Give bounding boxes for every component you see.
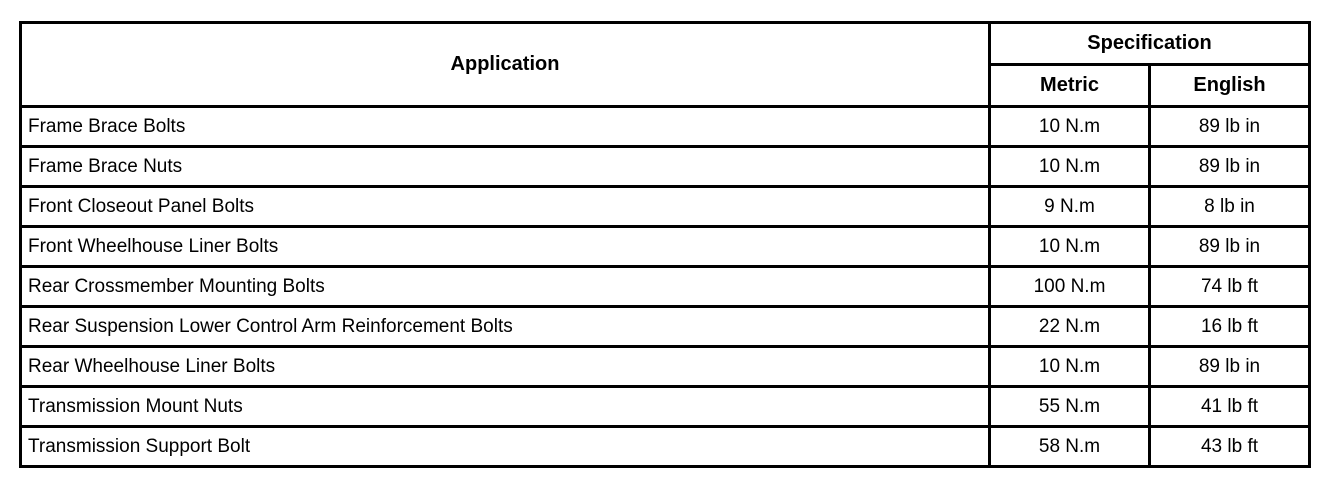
- metric-value-cell: 58 N.m: [988, 425, 1151, 468]
- application-cell: Front Closeout Panel Bolts: [19, 185, 991, 228]
- metric-value-cell: 9 N.m: [988, 185, 1151, 228]
- metric-value-cell: 10 N.m: [988, 225, 1151, 268]
- specification-column-header: Specification: [987, 21, 1312, 66]
- english-value-cell: 89 lb in: [1147, 145, 1312, 188]
- english-value-cell: 89 lb in: [1147, 105, 1312, 148]
- metric-value-cell: 10 N.m: [988, 105, 1151, 148]
- application-cell: Frame Brace Nuts: [19, 145, 991, 188]
- table-row: Rear Wheelhouse Liner Bolts 10 N.m 89 lb…: [19, 345, 1312, 388]
- header-row-top: Application Specification: [19, 21, 1312, 108]
- application-cell: Transmission Support Bolt: [19, 425, 991, 468]
- english-value-cell: 41 lb ft: [1147, 385, 1312, 428]
- table-body: Frame Brace Bolts 10 N.m 89 lb in Frame …: [19, 105, 1312, 468]
- english-value-cell: 74 lb ft: [1147, 265, 1312, 308]
- metric-value-cell: 55 N.m: [988, 385, 1151, 428]
- table-row: Transmission Support Bolt 58 N.m 43 lb f…: [19, 425, 1312, 468]
- application-cell: Rear Suspension Lower Control Arm Reinfo…: [19, 305, 991, 348]
- table-row: Frame Brace Nuts 10 N.m 89 lb in: [19, 145, 1312, 188]
- metric-column-header: Metric: [988, 63, 1151, 108]
- english-value-cell: 8 lb in: [1147, 185, 1312, 228]
- metric-value-cell: 100 N.m: [988, 265, 1151, 308]
- table-row: Rear Crossmember Mounting Bolts 100 N.m …: [19, 265, 1312, 308]
- application-cell: Frame Brace Bolts: [19, 105, 991, 148]
- application-cell: Rear Wheelhouse Liner Bolts: [19, 345, 991, 388]
- table-row: Front Wheelhouse Liner Bolts 10 N.m 89 l…: [19, 225, 1312, 268]
- application-cell: Front Wheelhouse Liner Bolts: [19, 225, 991, 268]
- english-value-cell: 89 lb in: [1147, 345, 1312, 388]
- metric-value-cell: 10 N.m: [988, 345, 1151, 388]
- torque-specifications-table: Application Specification Metric English…: [19, 21, 1312, 468]
- english-value-cell: 43 lb ft: [1147, 425, 1312, 468]
- table-row: Rear Suspension Lower Control Arm Reinfo…: [19, 305, 1312, 348]
- header-row-sub: Metric English: [21, 63, 1312, 108]
- english-column-header: English: [1147, 63, 1312, 108]
- application-cell: Rear Crossmember Mounting Bolts: [19, 265, 991, 308]
- application-column-header: Application: [19, 21, 991, 108]
- english-value-cell: 16 lb ft: [1147, 305, 1312, 348]
- application-cell: Transmission Mount Nuts: [19, 385, 991, 428]
- metric-value-cell: 22 N.m: [988, 305, 1151, 348]
- table-row: Transmission Mount Nuts 55 N.m 41 lb ft: [19, 385, 1312, 428]
- table-row: Front Closeout Panel Bolts 9 N.m 8 lb in: [19, 185, 1312, 228]
- table-header: Application Specification Metric English: [19, 21, 1312, 108]
- table-row: Frame Brace Bolts 10 N.m 89 lb in: [19, 105, 1312, 148]
- metric-value-cell: 10 N.m: [988, 145, 1151, 188]
- english-value-cell: 89 lb in: [1147, 225, 1312, 268]
